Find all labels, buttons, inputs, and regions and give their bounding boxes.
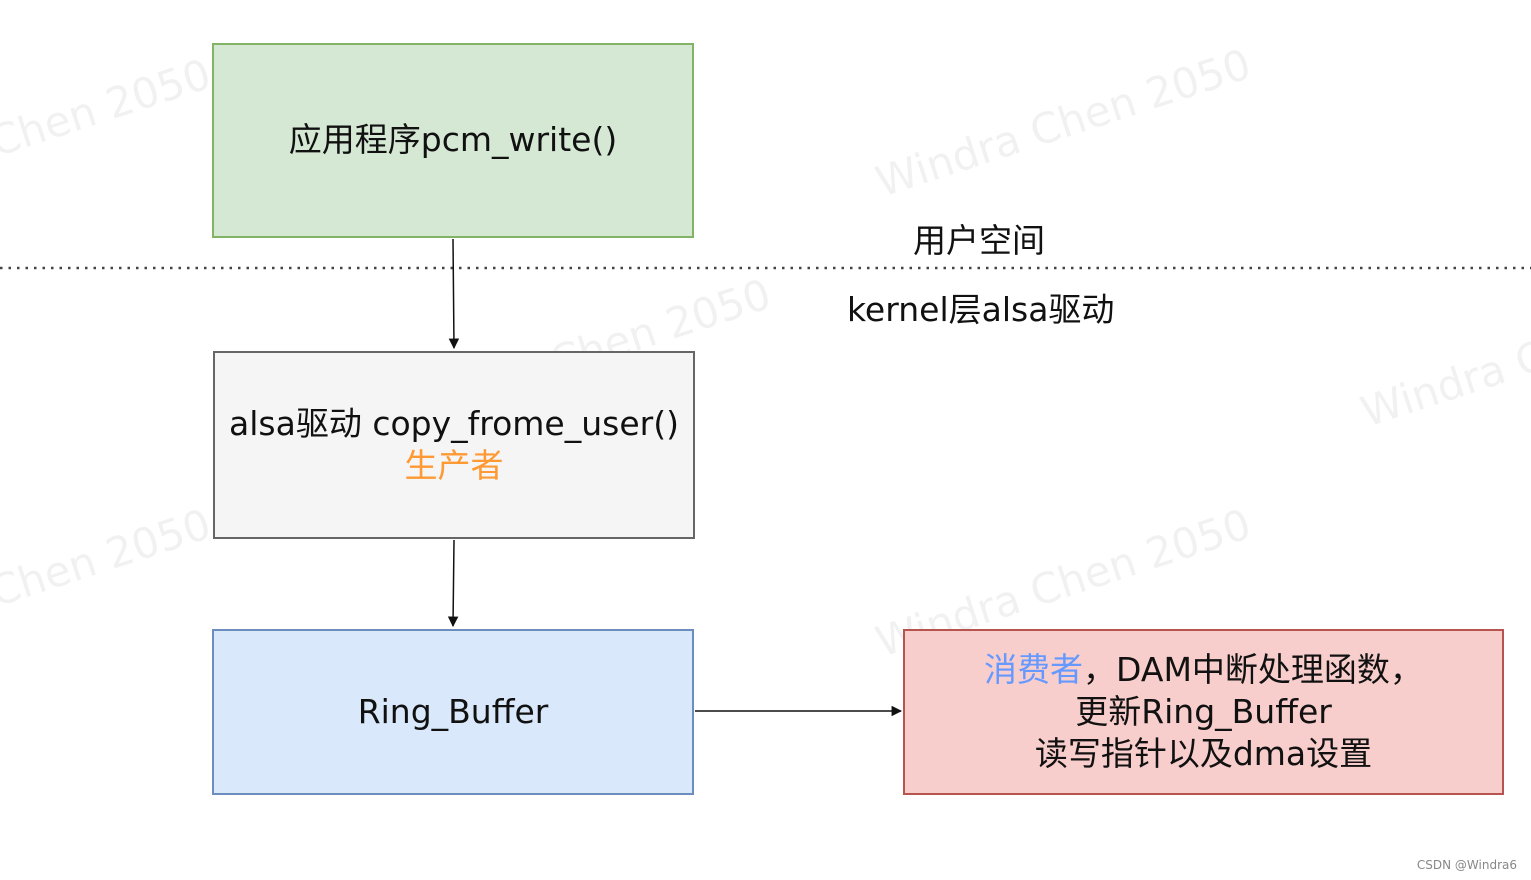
consumer-role-label: 消费者 — [984, 649, 1084, 689]
consumer-line-3: 读写指针以及dma设置 — [1034, 734, 1373, 774]
kernel-label: kernel层alsa驱动 — [847, 290, 1115, 329]
producer-label: 生产者 — [404, 446, 504, 485]
arrow-alsa-to-ring — [447, 539, 459, 628]
footer-credit: CSDN @Windra6 — [1416, 858, 1517, 872]
consumer-box: 消费者，DAM中断处理函数， 更新Ring_Buffer 读写指针以及dma设置 — [903, 629, 1504, 795]
ring-buffer-label: Ring_Buffer — [357, 691, 549, 731]
app-pcm-write-label: 应用程序pcm_write() — [288, 120, 618, 160]
app-pcm-write-box: 应用程序pcm_write() — [212, 43, 694, 238]
consumer-line-2: 更新Ring_Buffer — [1075, 691, 1332, 731]
consumer-line-1-text: ，DAM中断处理函数， — [1083, 649, 1423, 689]
ring-buffer-box: Ring_Buffer — [212, 629, 694, 795]
alsa-driver-label: alsa驱动 copy_frome_user() — [229, 403, 679, 443]
alsa-driver-box: alsa驱动 copy_frome_user() 生产者 — [213, 351, 695, 539]
user-space-label: 用户空间 — [913, 221, 1045, 260]
arrow-app-to-alsa — [448, 238, 460, 350]
consumer-line-1: 消费者，DAM中断处理函数， — [984, 649, 1423, 691]
